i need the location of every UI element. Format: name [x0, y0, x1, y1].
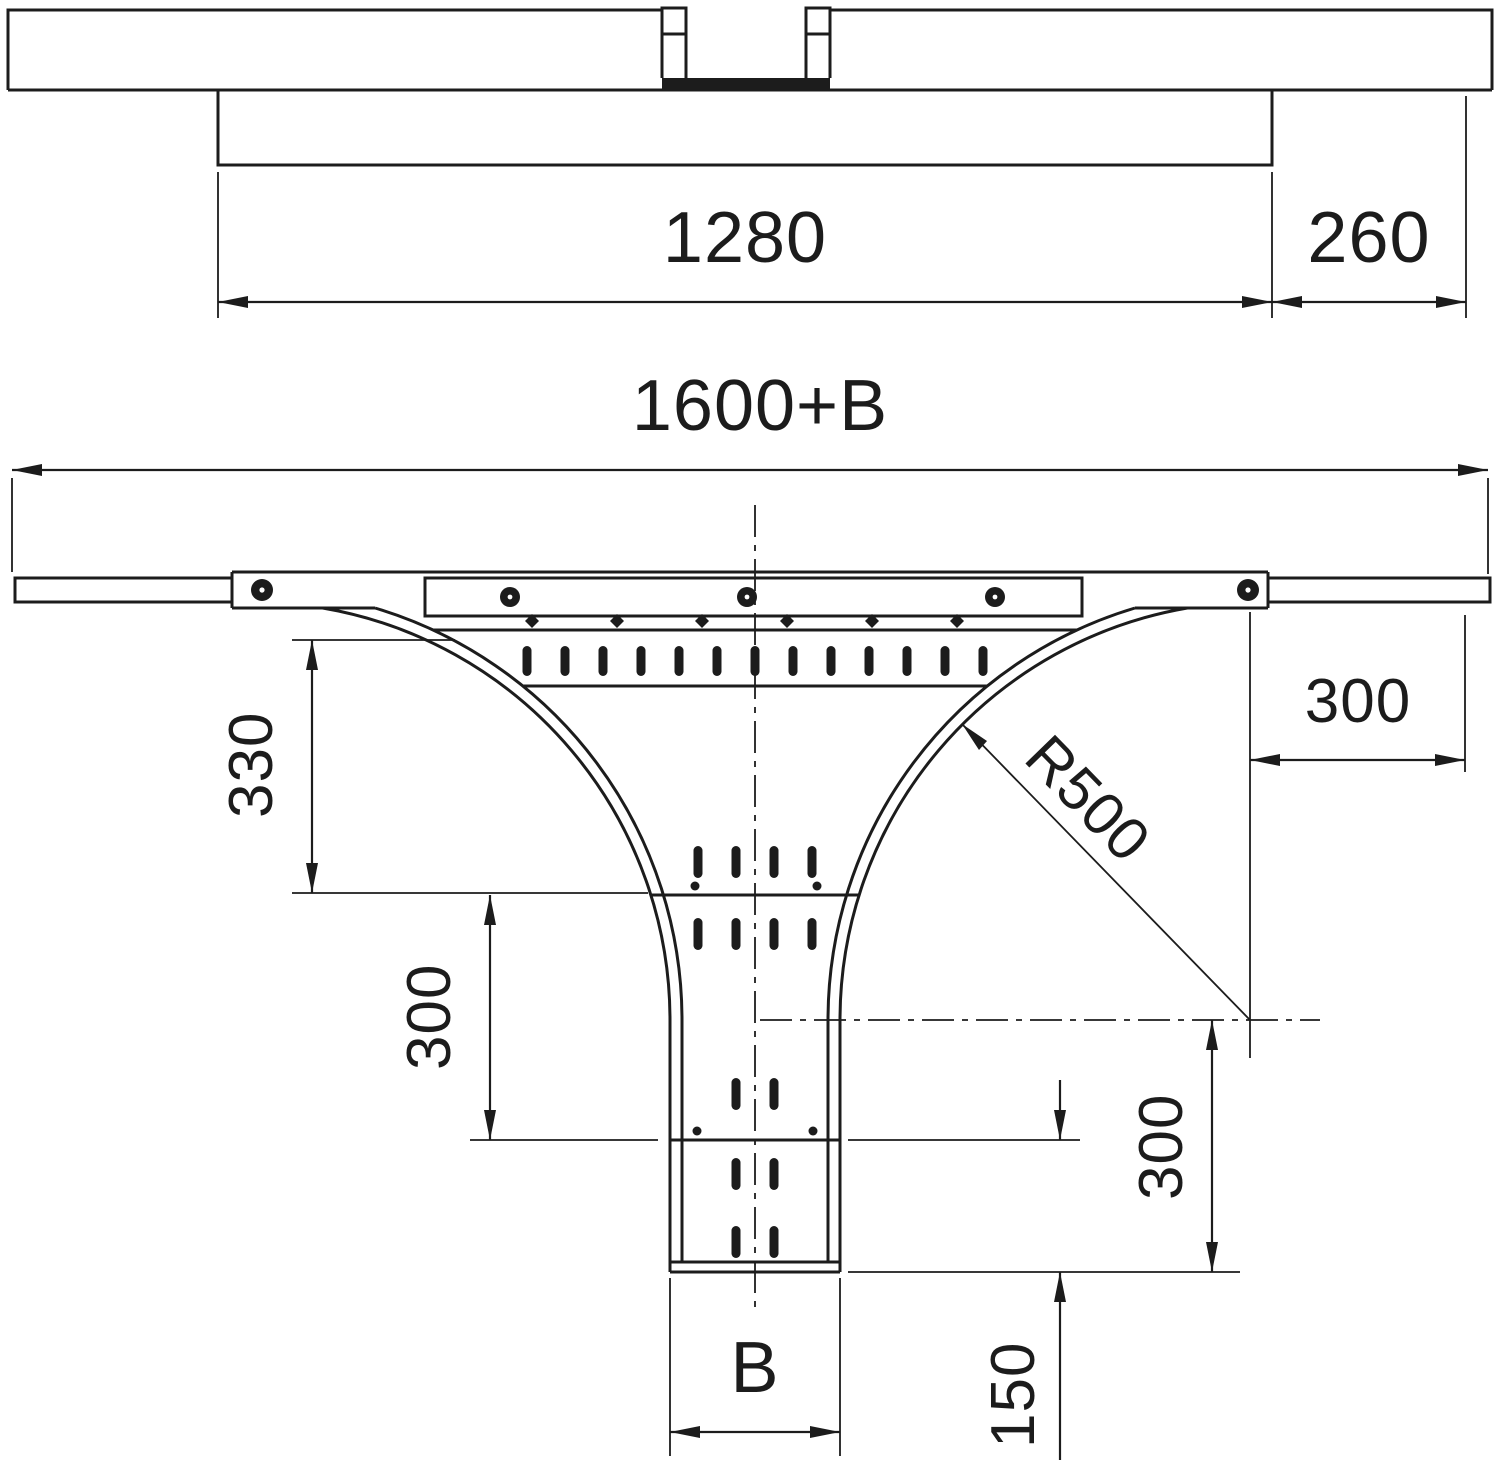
arrowhead: [1054, 1110, 1066, 1140]
arrowhead: [218, 296, 248, 308]
arrowhead: [12, 464, 42, 476]
arrowhead: [306, 863, 318, 893]
dimension-150: 150: [848, 1080, 1080, 1460]
rivet: [692, 1126, 702, 1136]
perforation-slots-branch: [693, 846, 817, 1258]
slot: [731, 846, 741, 878]
dim-label-150: 150: [979, 1342, 1048, 1448]
arrowhead: [1206, 1020, 1218, 1050]
rivet: [690, 881, 700, 891]
bar-right-outline: [830, 8, 1494, 90]
slot: [902, 646, 912, 676]
diamond-hole: [950, 614, 964, 628]
diamond-hole: [865, 614, 879, 628]
slot: [731, 1078, 741, 1110]
arrowhead: [1206, 1242, 1218, 1272]
bolt-center: [1245, 587, 1251, 593]
side-view: [6, 6, 1494, 167]
rivet: [808, 1126, 818, 1136]
dim-label-1600B: 1600+B: [632, 366, 888, 446]
dim-label-330: 330: [217, 712, 286, 818]
channel-right-tab: [804, 6, 832, 36]
slot: [769, 1226, 779, 1258]
dimension-300-left: 300: [395, 895, 658, 1141]
dim-label-260: 260: [1307, 198, 1430, 278]
slot: [522, 646, 532, 676]
arrowhead: [1435, 754, 1465, 766]
right-wall-outer: [838, 606, 1188, 1272]
slot: [636, 646, 646, 676]
slot: [712, 646, 722, 676]
diamond-hole: [525, 614, 539, 628]
arrowhead: [1242, 296, 1272, 308]
arrowhead: [810, 1426, 840, 1438]
slot: [731, 918, 741, 950]
diamond-hole: [610, 614, 624, 628]
dimension-b: B: [669, 1278, 841, 1456]
slot: [693, 846, 703, 878]
arrowhead: [1436, 296, 1466, 308]
arrowhead: [1250, 754, 1280, 766]
diamond-knockouts: [525, 614, 964, 628]
cover-plate: [216, 88, 1274, 167]
rivet: [812, 881, 822, 891]
arrowhead: [670, 1426, 700, 1438]
right-wall-inner: [826, 606, 1136, 1262]
dim-label-1280: 1280: [663, 198, 827, 278]
bolt-center: [992, 594, 998, 600]
arrowhead: [306, 640, 318, 670]
arrowhead: [1458, 464, 1488, 476]
diamond-hole: [695, 614, 709, 628]
plan-view: [13, 505, 1492, 1315]
slot: [807, 918, 817, 950]
dimension-1280-260: 1280 260: [217, 96, 1467, 318]
slot: [769, 918, 779, 950]
slot: [731, 1158, 741, 1190]
slot: [807, 846, 817, 878]
slot: [598, 646, 608, 676]
slot: [769, 846, 779, 878]
dimension-300-right: 300: [848, 1020, 1240, 1273]
left-mating-rail: [13, 576, 232, 604]
channel-floor-section: [662, 78, 830, 91]
perforation-slots-top: [522, 646, 988, 676]
bolt-center: [744, 594, 750, 600]
slot: [826, 646, 836, 676]
dim-label-300-right: 300: [1127, 1094, 1196, 1200]
dimension-300-right-offset: 300: [1250, 615, 1466, 772]
connector-plate: [423, 576, 1084, 618]
right-mating-rail: [1268, 576, 1492, 604]
diamond-hole: [780, 614, 794, 628]
dim-label-300-left: 300: [395, 964, 464, 1070]
slot: [769, 1078, 779, 1110]
slot: [560, 646, 570, 676]
arrowhead: [1272, 296, 1302, 308]
slot: [750, 646, 760, 676]
dim-label-300-offset: 300: [1305, 667, 1411, 736]
slot: [978, 646, 988, 676]
bar-left-outline: [6, 8, 662, 90]
dimension-overall-width: 1600+B: [11, 366, 1489, 574]
slot: [788, 646, 798, 676]
channel-left-tab: [660, 6, 688, 36]
dim-label-b: B: [730, 1328, 779, 1408]
slot: [674, 646, 684, 676]
bolt-center: [259, 587, 265, 593]
dimension-330: 330: [217, 639, 648, 894]
slot: [731, 1226, 741, 1258]
radius-leader-line: [961, 723, 1251, 1021]
slot: [693, 918, 703, 950]
slot: [940, 646, 950, 676]
slot: [769, 1158, 779, 1190]
arrowhead: [1054, 1272, 1066, 1302]
arrowhead: [484, 895, 496, 925]
slot: [864, 646, 874, 676]
arrowhead: [484, 1110, 496, 1140]
left-wall-outer: [322, 606, 672, 1272]
bolt-center: [507, 594, 513, 600]
bolts: [251, 579, 1259, 607]
arrowhead: [962, 724, 987, 750]
